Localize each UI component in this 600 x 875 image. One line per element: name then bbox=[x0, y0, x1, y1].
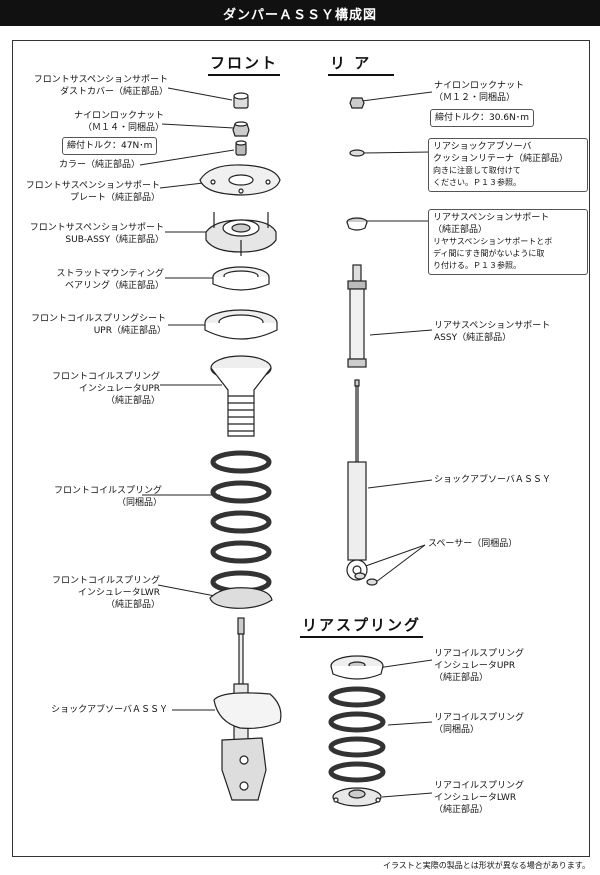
label-rear-absorber: ショックアブソーバＡＳＳＹ bbox=[434, 475, 551, 485]
rear-support-assy bbox=[347, 264, 367, 368]
label-line: （純正部品） bbox=[433, 225, 488, 235]
label-line: フロントコイルスプリング bbox=[51, 576, 160, 586]
label-line: プレート（純正部品） bbox=[69, 193, 160, 203]
label-line: （同梱品） bbox=[434, 725, 480, 735]
rear-support-box: リアサスペンションサポート （純正部品） リヤサスペンションサポートとボ ディ間… bbox=[428, 209, 588, 275]
rear-spacers bbox=[354, 572, 378, 586]
label-line: リアサスペンションサポート bbox=[433, 213, 550, 223]
label-line: クッションリテーナ（純正部品） bbox=[433, 154, 569, 164]
label-front-seat: フロントコイルスプリングシート UPR（純正部品） bbox=[31, 313, 166, 337]
section-front-heading: フロント bbox=[208, 52, 281, 76]
front-plate bbox=[199, 164, 281, 196]
label-line: フロントコイルスプリング bbox=[51, 372, 160, 382]
label-front-bearing: ストラットマウンティング ベアリング（純正部品） bbox=[57, 268, 164, 292]
label-front-nut: ナイロンロックナット （Ｍ１４・同梱品） bbox=[74, 110, 164, 134]
label-line: インシュレータLWR bbox=[434, 793, 517, 803]
label-rear-insulator-upr: リアコイルスプリング インシュレータUPR （純正部品） bbox=[434, 648, 524, 684]
label-line: （同梱品） bbox=[116, 498, 162, 508]
label-rear-nut: ナイロンロックナット （Ｍ１２・同梱品） bbox=[434, 80, 524, 104]
label-front-spring: フロントコイルスプリング （同梱品） bbox=[54, 485, 162, 509]
label-line: UPR（純正部品） bbox=[93, 326, 166, 336]
front-nut bbox=[232, 121, 250, 137]
label-rear-insulator-lwr: リアコイルスプリング インシュレータLWR （純正部品） bbox=[434, 780, 524, 816]
front-collar bbox=[235, 140, 247, 156]
label-line: リアサスペンションサポート bbox=[434, 321, 551, 331]
section-rear-spring-heading: リアスプリング bbox=[300, 614, 424, 638]
label-line: フロントサスペンションサポート bbox=[25, 181, 160, 191]
label-line: リアコイルスプリング bbox=[434, 713, 525, 723]
label-line: （純正部品） bbox=[105, 396, 160, 406]
label-front-sub-assy: フロントサスペンションサポート SUB-ASSY（純正部品） bbox=[30, 222, 164, 246]
label-front-insulator-lwr: フロントコイルスプリング インシュレータLWR （純正部品） bbox=[52, 575, 160, 611]
note-line: リヤサスペンションサポートとボ bbox=[433, 237, 553, 246]
section-rear-heading: リ ア bbox=[328, 52, 394, 76]
note-line: ディ間にすき間がないように取 bbox=[433, 249, 545, 258]
label-line: インシュレータUPR bbox=[78, 384, 160, 394]
rear-leader-lines bbox=[359, 91, 433, 798]
label-line: ダストカバー（純正部品） bbox=[59, 87, 168, 97]
front-leader-lines bbox=[139, 87, 235, 711]
label-line: （純正部品） bbox=[434, 805, 489, 815]
label-line: インシュレータLWR bbox=[77, 588, 160, 598]
label-front-dust-cover: フロントサスペンションサポート ダストカバー（純正部品） bbox=[34, 74, 168, 98]
label-line: リアコイルスプリング bbox=[434, 781, 525, 791]
note-line: り付ける。Ｐ１３参照。 bbox=[433, 261, 521, 270]
label-line: フロントサスペンションサポート bbox=[33, 75, 168, 85]
label-line: （Ｍ１４・同梱品） bbox=[82, 123, 164, 133]
front-nut-torque-box: 締付トルク：47N･m bbox=[62, 137, 158, 155]
label-rear-support-assy: リアサスペンションサポート ASSY（純正部品） bbox=[434, 320, 550, 344]
rear-insulator-upr bbox=[330, 655, 384, 680]
front-spring-seat bbox=[204, 309, 278, 340]
rear-nut-torque-box: 締付トルク：30.6N･m bbox=[430, 109, 535, 127]
label-line: （Ｍ１２・同梱品） bbox=[434, 93, 516, 103]
note-line: 向きに注意して取付けて bbox=[433, 166, 521, 175]
label-line: （純正部品） bbox=[434, 673, 489, 683]
front-support-sub-assy bbox=[205, 212, 277, 256]
rear-retainer-box: リアショックアブソーバ クッションリテーナ（純正部品） 向きに注意して取付けて … bbox=[428, 138, 588, 192]
front-insulator-upr bbox=[210, 355, 272, 437]
front-coil-spring bbox=[210, 450, 272, 594]
label-line: インシュレータUPR bbox=[434, 661, 516, 671]
front-bearing bbox=[212, 266, 270, 291]
label-line: （純正部品） bbox=[105, 600, 160, 610]
rear-coil-spring bbox=[328, 686, 386, 783]
front-shock-absorber bbox=[213, 617, 282, 801]
label-front-absorber: ショックアブソーバＡＳＳＹ bbox=[51, 705, 168, 715]
label-front-collar: カラー（純正部品） bbox=[58, 160, 140, 170]
label-line: ベアリング（純正部品） bbox=[64, 281, 164, 291]
label-line: ナイロンロックナット bbox=[434, 81, 525, 91]
label-line: リアコイルスプリング bbox=[434, 649, 525, 659]
label-line: フロントコイルスプリング bbox=[53, 486, 162, 496]
label-front-insulator-upr: フロントコイルスプリング インシュレータUPR （純正部品） bbox=[52, 371, 160, 407]
rear-nut bbox=[349, 97, 365, 109]
rear-insulator-lwr bbox=[332, 787, 382, 807]
label-line: ナイロンロックナット bbox=[73, 111, 164, 121]
label-line: SUB-ASSY（純正部品） bbox=[65, 235, 164, 245]
label-front-plate: フロントサスペンションサポート プレート（純正部品） bbox=[26, 180, 160, 204]
rear-retainer bbox=[349, 149, 365, 157]
rear-shock-absorber bbox=[346, 379, 368, 581]
note-line: ください。Ｐ１３参照。 bbox=[433, 178, 521, 187]
label-rear-spring: リアコイルスプリング （同梱品） bbox=[434, 712, 524, 736]
label-line: ASSY（純正部品） bbox=[434, 333, 512, 343]
rear-support bbox=[346, 217, 368, 231]
label-line: リアショックアブソーバ bbox=[433, 142, 532, 152]
label-line: フロントコイルスプリングシート bbox=[30, 314, 166, 324]
footnote: イラストと実際の製品とは形状が異なる場合があります。 bbox=[382, 861, 590, 870]
diagram-frame bbox=[12, 40, 590, 857]
label-rear-spacer: スペーサー（同梱品） bbox=[428, 539, 518, 549]
front-dust-cover bbox=[233, 92, 249, 109]
page-title: ダンパーＡＳＳＹ構成図 bbox=[0, 0, 600, 26]
label-line: フロントサスペンションサポート bbox=[29, 223, 164, 233]
front-insulator-lwr bbox=[209, 587, 273, 609]
label-line: ストラットマウンティング bbox=[56, 269, 164, 279]
